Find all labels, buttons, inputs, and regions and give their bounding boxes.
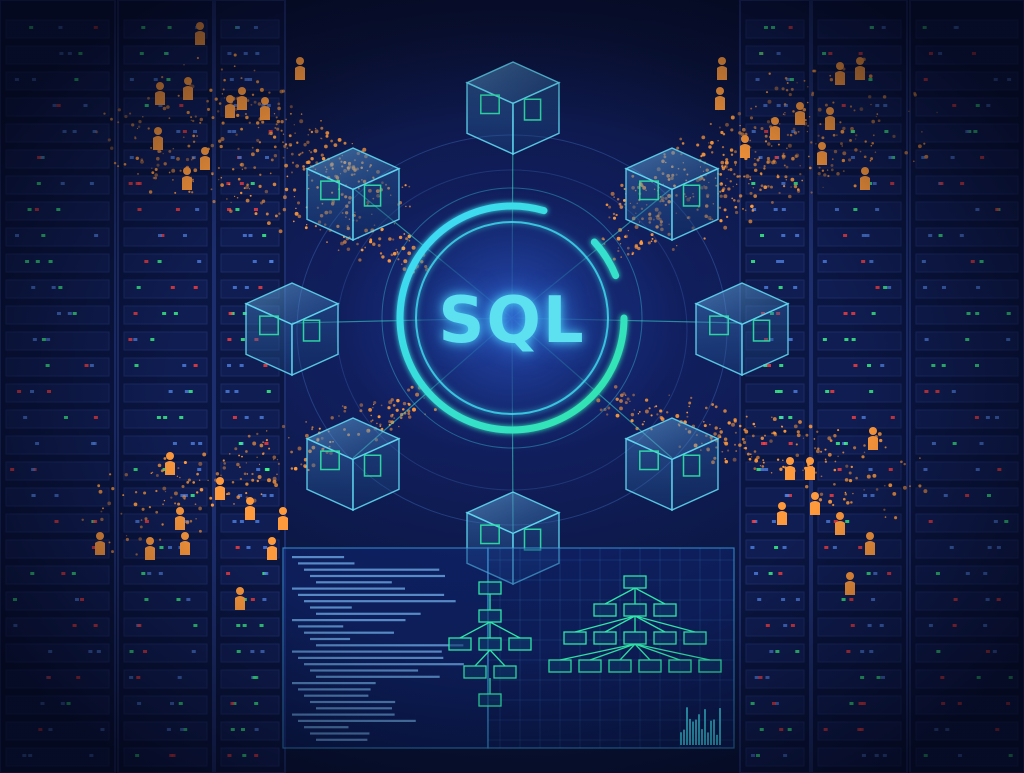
sql-title: SQL: [438, 284, 586, 358]
flowchart-icon: [448, 547, 735, 749]
